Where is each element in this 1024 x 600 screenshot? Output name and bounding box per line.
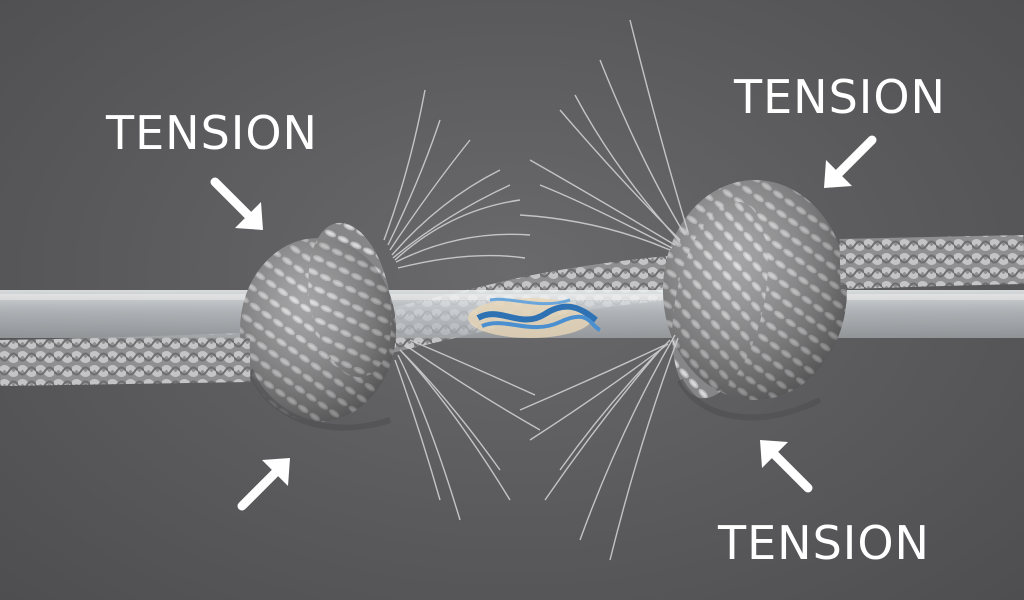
frayed-fibers [383, 19, 689, 561]
exposed-blue-core [468, 297, 602, 338]
right-rope-end [839, 235, 1024, 285]
tension-label-bottom-right: TENSION [718, 516, 930, 570]
left-rope-end [0, 338, 251, 386]
right-knot [663, 180, 847, 421]
arrow-up-right-icon [237, 458, 290, 511]
tension-label-top-right: TENSION [734, 70, 946, 124]
tension-label-top-left: TENSION [106, 106, 318, 160]
arrow-down-left-icon [824, 135, 877, 188]
arrow-up-left-icon [760, 440, 813, 493]
arrow-down-right-icon [210, 177, 263, 230]
left-knot [240, 222, 396, 431]
